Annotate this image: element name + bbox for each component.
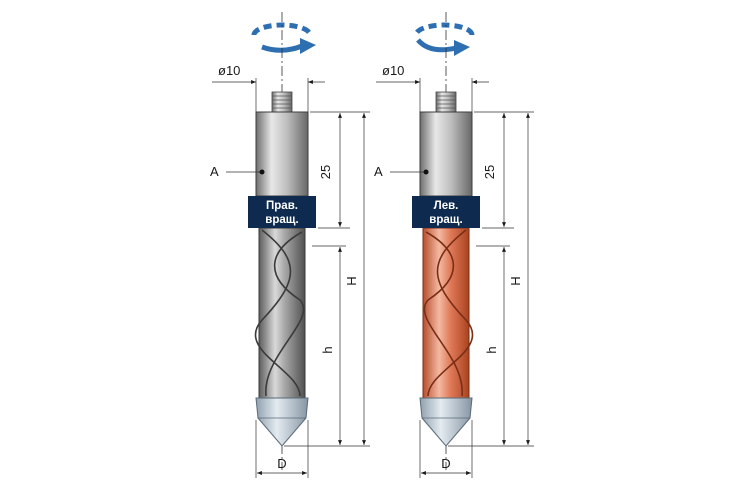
- drill-right-rotation: Прав. вращ. ø10 A 25 H h D: [210, 12, 370, 478]
- point-a-label: A: [210, 164, 219, 179]
- diameter-label: D: [441, 456, 450, 471]
- total-length-label: H: [508, 276, 523, 285]
- rotation-badge: [412, 196, 480, 228]
- flute-length-label: h: [484, 346, 499, 353]
- cone-tip: [255, 397, 309, 447]
- flute-body: [422, 227, 470, 399]
- rotation-label-line1: Прав.: [266, 200, 298, 212]
- rotation-arrow-icon: [251, 22, 316, 54]
- flute-length-label: h: [320, 346, 335, 353]
- point-a-label: A: [374, 164, 383, 179]
- shank: [419, 111, 473, 197]
- rotation-badge: [248, 196, 316, 228]
- rotation-label-line2: вращ.: [429, 214, 462, 226]
- drill-left-rotation: Лев. вращ. ø10 A 25 H h D: [374, 12, 534, 478]
- flute-body: [258, 227, 306, 399]
- shank: [255, 111, 309, 197]
- diameter-label: D: [277, 456, 286, 471]
- threaded-stud: [271, 91, 293, 113]
- cone-tip: [419, 397, 473, 447]
- rotation-arrow-icon: [413, 22, 475, 56]
- shank-diameter-label: ø10: [218, 63, 240, 78]
- threaded-stud: [435, 91, 457, 113]
- shank-length-label: 25: [482, 165, 497, 179]
- total-length-label: H: [344, 276, 359, 285]
- rotation-label-line1: Лев.: [434, 200, 459, 212]
- shank-length-label: 25: [318, 165, 333, 179]
- shank-diameter-label: ø10: [382, 63, 404, 78]
- rotation-label-line2: вращ.: [265, 214, 298, 226]
